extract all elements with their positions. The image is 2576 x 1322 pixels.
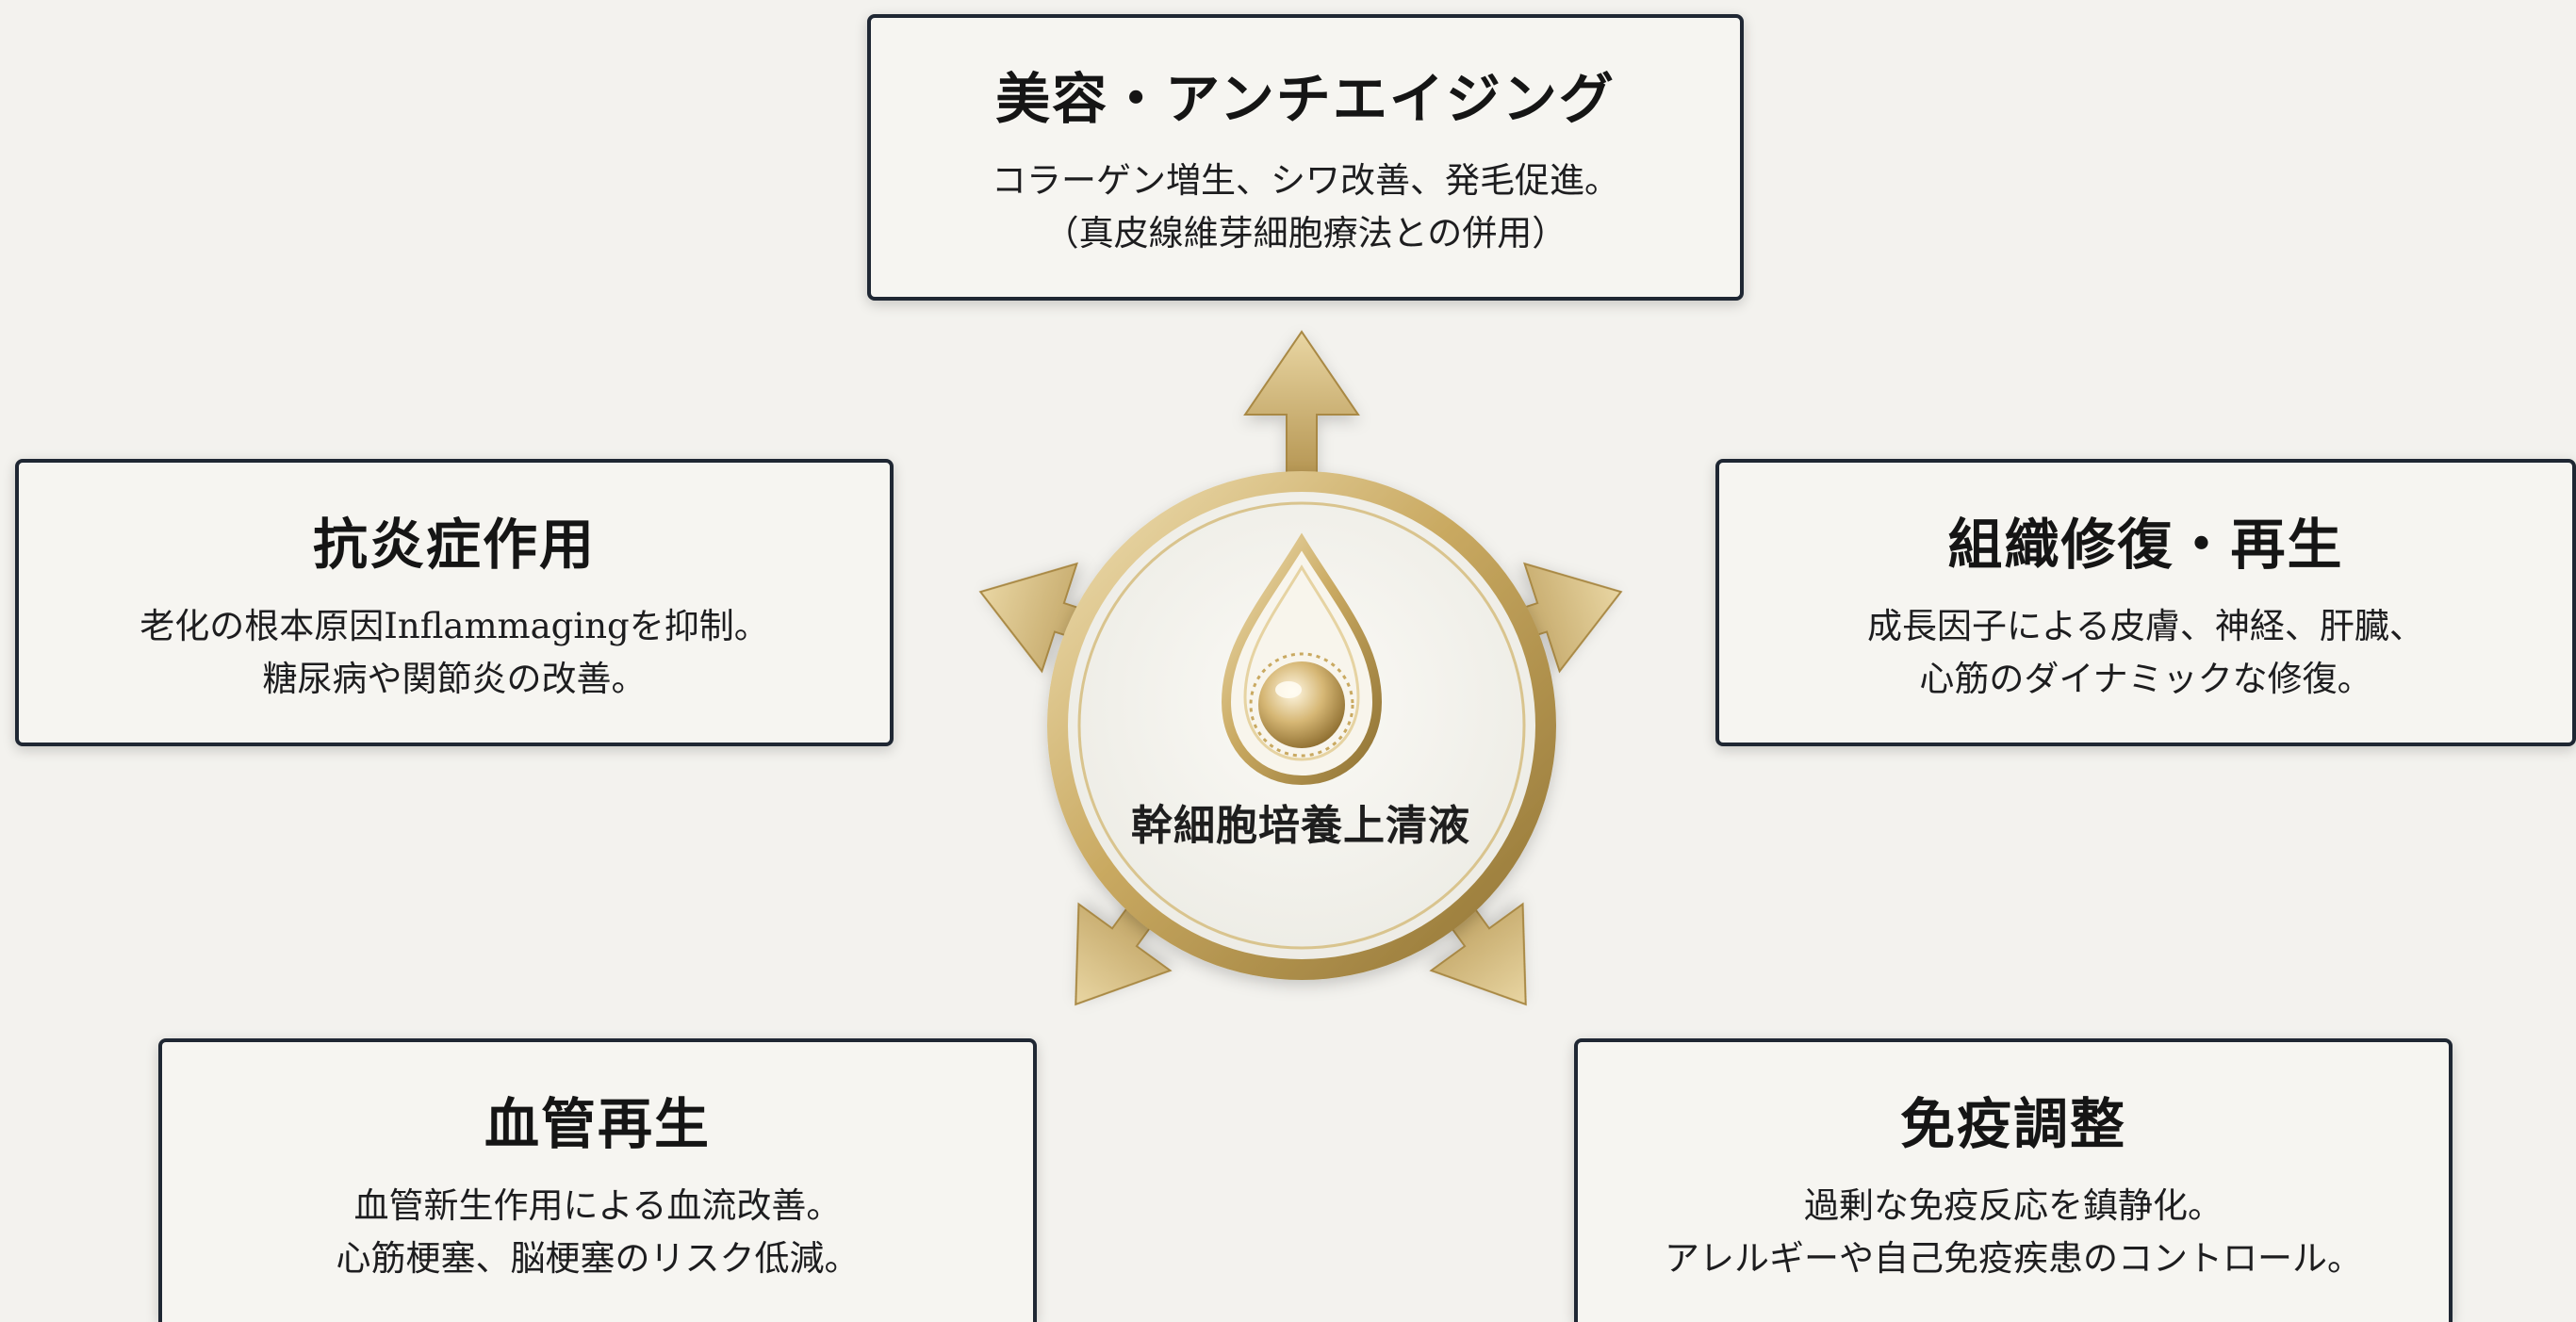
box-text-line: 老化の根本原因Inflammagingを抑制。 (139, 605, 769, 646)
arrow-up (1243, 330, 1360, 491)
box-tissue-repair: 組織修復・再生 成長因子による皮膚、神経、肝臓、 心筋のダイナミックな修復。 (1715, 459, 2576, 746)
box-vascular-regeneration: 血管再生 血管新生作用による血流改善。 心筋梗塞、脳梗塞のリスク低減。 (158, 1038, 1037, 1322)
box-text-line: 心筋のダイナミックな修復。 (1919, 658, 2372, 699)
box-text-line: アレルギーや自己免疫疾患のコントロール。 (1665, 1237, 2362, 1279)
center-label: 幹細胞培養上清液 (1131, 802, 1470, 850)
box-immune-regulation: 免疫調整 過剰な免疫反応を鎮静化。 アレルギーや自己免疫疾患のコントロール。 (1574, 1038, 2453, 1322)
box-text-line: 糖尿病や関節炎の改善。 (262, 658, 647, 699)
drop-icon (1221, 532, 1383, 786)
box-title: 美容・アンチエイジング (995, 67, 1616, 131)
box-text-line: 成長因子による皮膚、神経、肝臓、 (1867, 605, 2424, 646)
box-anti-inflammatory: 抗炎症作用 老化の根本原因Inflammagingを抑制。 糖尿病や関節炎の改善… (15, 459, 894, 746)
box-beauty-antiaging: 美容・アンチエイジング コラーゲン増生、シワ改善、発毛促進。 （真皮線維芽細胞療… (867, 14, 1744, 301)
box-text-line: （真皮線維芽細胞療法との併用） (1043, 213, 1567, 253)
box-title: 抗炎症作用 (312, 512, 596, 577)
box-title: 免疫調整 (1899, 1091, 2126, 1156)
box-text-line: 血管新生作用による血流改善。 (353, 1184, 842, 1226)
box-title: 血管再生 (484, 1091, 711, 1156)
box-title: 組織修復・再生 (1947, 512, 2344, 577)
box-text-line: 心筋梗塞、脳梗塞のリスク低減。 (336, 1237, 860, 1279)
box-text-line: 過剰な免疫反応を鎮静化。 (1804, 1184, 2223, 1226)
box-text-line: コラーゲン増生、シワ改善、発毛促進。 (992, 160, 1619, 201)
